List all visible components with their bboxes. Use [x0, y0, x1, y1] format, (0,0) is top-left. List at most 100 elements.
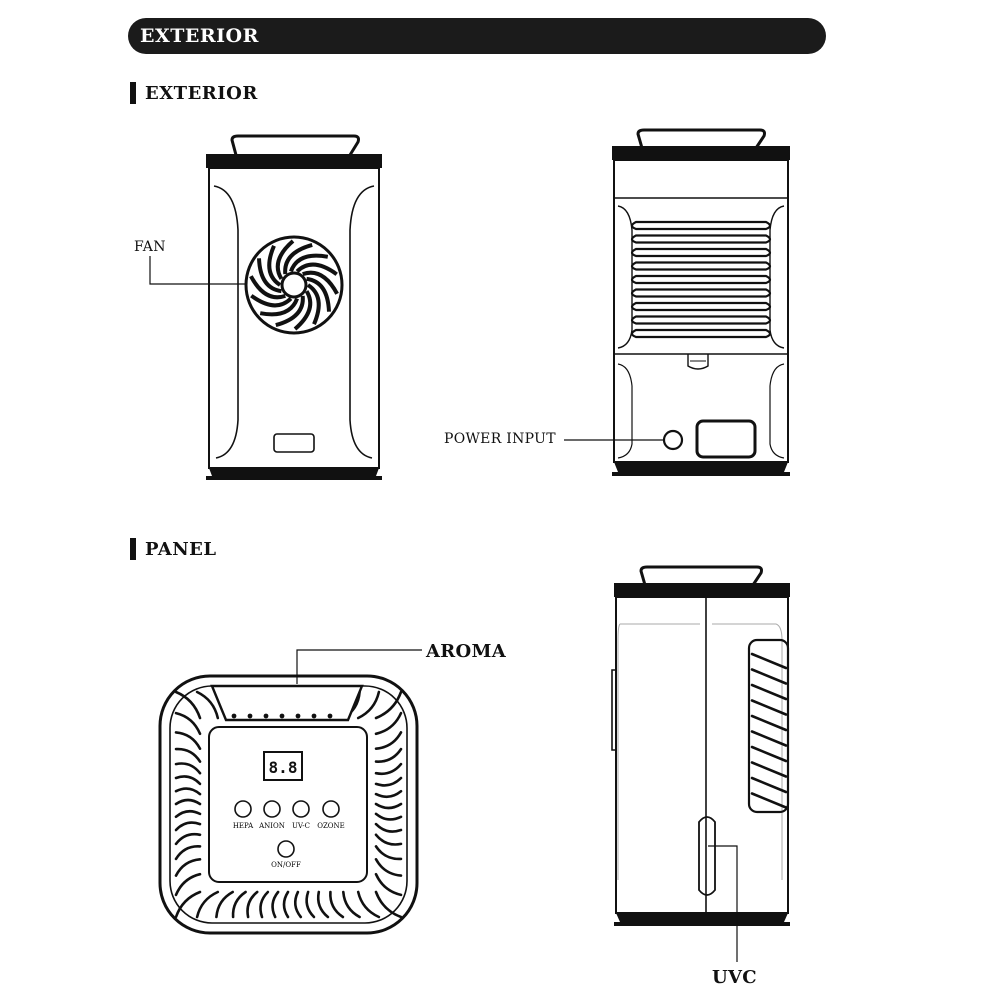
panel-slat — [293, 890, 303, 919]
fan-blade — [289, 253, 329, 273]
hepa-button[interactable] — [234, 800, 252, 818]
section-heading-panel: PANEL — [130, 538, 217, 560]
aroma-leader-line — [296, 649, 422, 684]
panel-slat — [374, 789, 403, 799]
panel-slat — [174, 711, 202, 736]
panel-slat — [174, 872, 202, 897]
panel-slat — [195, 890, 220, 919]
aroma-hole — [231, 713, 237, 719]
uvc-button[interactable] — [292, 800, 310, 818]
callout-fan: FAN — [134, 239, 166, 255]
panel-slat — [174, 845, 202, 861]
front-view — [206, 134, 382, 480]
aroma-hole — [311, 713, 317, 719]
side-vent-slot — [750, 668, 788, 685]
panel-slat — [174, 731, 202, 750]
fan-blade — [293, 290, 313, 331]
side-view — [611, 565, 790, 926]
side-vent-slot — [750, 761, 788, 778]
section-heading-exterior: EXTERIOR — [130, 82, 258, 104]
panel-slat — [374, 747, 403, 763]
aroma-hole — [263, 713, 269, 719]
panel-slat — [374, 872, 403, 897]
uvc-leader-line — [708, 845, 738, 962]
power-button[interactable] — [277, 840, 295, 858]
fan-leader-line — [149, 256, 246, 285]
aroma-hole — [295, 713, 301, 719]
fan-blade — [302, 270, 339, 295]
banner-title: EXTERIOR — [140, 25, 259, 47]
fan-blade — [249, 275, 286, 300]
panel-slat — [356, 690, 381, 720]
fan-blade — [283, 242, 313, 275]
fan-blade — [275, 239, 295, 280]
fan-blade — [295, 262, 338, 276]
side-vent-slot — [750, 745, 788, 763]
callout-power-input: POWER INPUT — [444, 431, 556, 447]
back-vent-slot — [630, 261, 772, 271]
side-vent-slot — [750, 730, 788, 747]
fan-blade — [267, 245, 282, 287]
anion-label: ANION — [258, 822, 285, 830]
panel-slat — [374, 690, 403, 720]
fan-blade — [250, 294, 293, 308]
panel-slat — [174, 775, 202, 786]
back-vent-slot — [630, 234, 772, 244]
side-vent-slot — [750, 699, 788, 716]
aroma-hole — [247, 713, 253, 719]
back-view — [612, 128, 790, 476]
panel-slat — [374, 845, 403, 861]
uvc-label: UV-C — [292, 822, 310, 830]
header-banner: EXTERIOR — [128, 18, 826, 54]
side-vent-slot — [750, 652, 788, 670]
back-vent-slot — [630, 315, 772, 325]
panel-slat — [231, 890, 247, 919]
panel-slat — [282, 890, 290, 919]
fan-blade — [259, 297, 299, 317]
panel-buttons: HEPA ANION UV-C OZONE ON/OFF — [233, 800, 345, 869]
panel-slat — [374, 822, 403, 833]
panel-slat — [246, 890, 259, 919]
panel-slat — [174, 690, 202, 720]
side-vent-slot — [750, 683, 788, 701]
panel-view — [158, 674, 419, 935]
section-label-panel: PANEL — [145, 538, 217, 560]
ozone-button[interactable] — [322, 800, 340, 818]
back-vent-slot — [630, 220, 772, 231]
back-vent-slot — [630, 328, 772, 339]
panel-slat — [174, 821, 202, 832]
callout-uvc: UVC — [712, 967, 757, 988]
callout-aroma: AROMA — [426, 641, 506, 662]
panel-slat — [374, 776, 403, 787]
side-vent-slot — [750, 714, 788, 732]
aroma-hole — [279, 713, 285, 719]
panel-slat — [374, 833, 403, 846]
panel-slat — [271, 890, 280, 919]
section-bar — [130, 82, 136, 104]
hepa-label: HEPA — [233, 822, 254, 830]
panel-slat — [215, 890, 234, 919]
back-vent-slot — [630, 288, 772, 298]
display-digits: 8.8 — [269, 758, 298, 777]
panel-slat — [259, 890, 270, 919]
fan-blade — [306, 276, 331, 312]
panel-slat — [174, 787, 202, 796]
panel-slat — [174, 809, 202, 819]
panel-slat — [174, 890, 202, 919]
panel-slat — [374, 858, 403, 877]
aroma-hole — [327, 713, 333, 719]
ozone-label: OZONE — [317, 822, 345, 830]
panel-slat — [374, 731, 403, 750]
section-label-exterior: EXTERIOR — [145, 82, 258, 104]
panel-slat — [174, 858, 202, 877]
fan-blade — [257, 258, 282, 294]
anion-button[interactable] — [263, 800, 281, 818]
panel-slat — [356, 890, 381, 919]
back-vent-slot — [630, 301, 772, 312]
panel-slat — [174, 798, 202, 806]
panel-slat — [174, 747, 202, 763]
fan-blade — [275, 295, 305, 328]
panel-slat — [329, 890, 345, 919]
side-vent-slot — [750, 776, 788, 794]
panel-slat — [374, 812, 403, 821]
